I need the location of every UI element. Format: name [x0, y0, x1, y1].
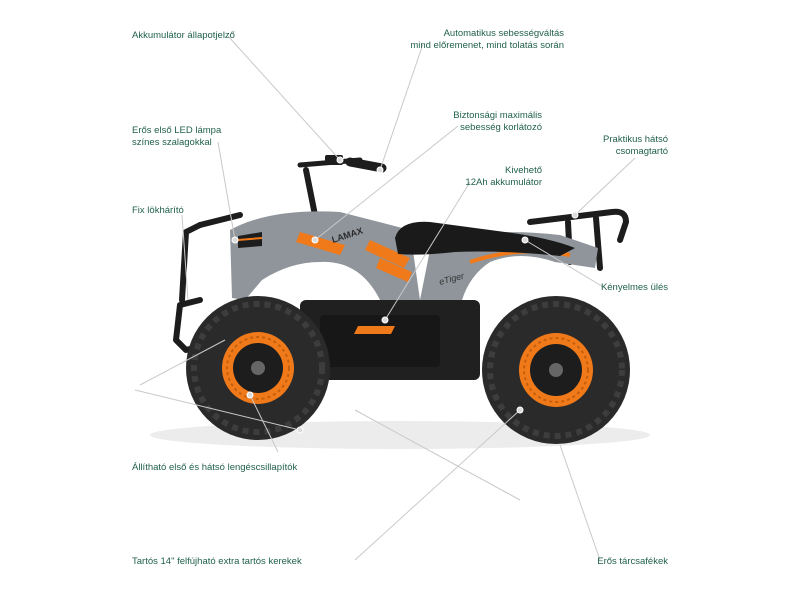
- label-speed-limit-line1: Biztonsági maximális: [453, 110, 542, 121]
- label-battery: Kivehető 12Ah akkumulátor: [465, 165, 542, 189]
- label-tyres: Tartós 14" felfújható extra tartós kerek…: [132, 556, 302, 567]
- label-seat: Kényelmes ülés: [600, 282, 668, 293]
- label-led-lamp-line1: Erős első LED lámpa: [132, 125, 222, 136]
- label-speed-limit-line2: sebesség korlátozó: [460, 122, 542, 133]
- label-battery-line1: Kivehető: [505, 165, 542, 176]
- label-rack-line2: csomagtartó: [615, 146, 668, 157]
- label-rack: Praktikus hátsó csomagtartó: [603, 134, 668, 158]
- label-bumper: Fix lökhárító: [132, 205, 184, 216]
- label-auto-gear: Automatikus sebességváltás mind előremen…: [410, 28, 564, 52]
- label-led-lamp: Erős első LED lámpa színes szalagokkal: [132, 125, 221, 149]
- frame: [300, 300, 480, 380]
- label-brakes: Erős tárcsafékek: [597, 556, 668, 567]
- anchor-dots: [231, 156, 579, 434]
- battery-box: [320, 315, 440, 367]
- label-auto-gear-line2: mind előremenet, mind tolatás során: [410, 40, 564, 51]
- label-battery-line2: 12Ah akkumulátor: [465, 177, 542, 188]
- front-fender: [230, 211, 420, 300]
- label-speed-limit: Biztonsági maximális sebesség korlátozó: [453, 110, 542, 134]
- front-wheel: [186, 296, 330, 440]
- label-led-lamp-line2: színes szalagokkal: [132, 137, 212, 148]
- label-suspension: Állítható első és hátsó lengéscsillapító…: [132, 462, 298, 473]
- label-rack-line1: Praktikus hátsó: [603, 134, 668, 145]
- leader-lines: [134, 35, 636, 561]
- rear-wheel: [482, 296, 630, 444]
- label-auto-gear-line1: Automatikus sebességváltás: [443, 28, 564, 39]
- label-battery-indicator: Akkumulátor állapotjelző: [132, 30, 235, 41]
